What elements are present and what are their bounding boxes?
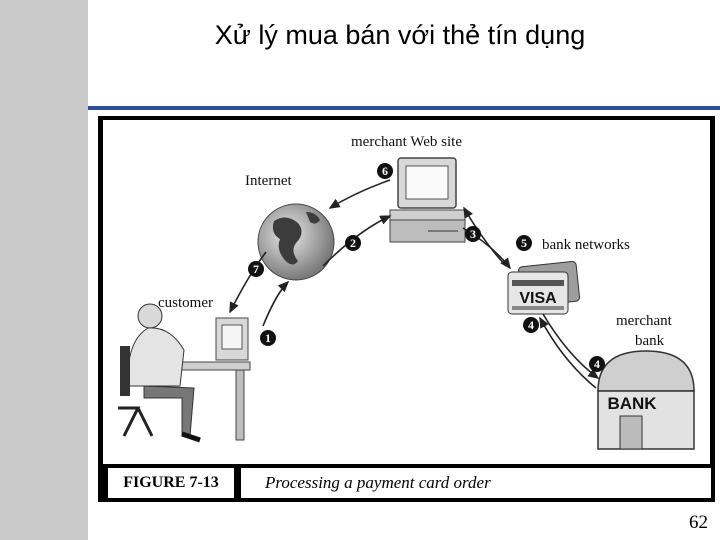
customer-label: customer — [158, 295, 213, 311]
figure-caption-text: Processing a payment card order — [241, 468, 711, 498]
svg-text:1: 1 — [265, 331, 271, 345]
figure-caption-label: FIGURE 7-13 — [108, 468, 234, 498]
payment-flow-diagram: VISA BANK — [103, 120, 710, 464]
bank-networks-label: bank networks — [542, 237, 630, 253]
step-6-badge: 6 — [377, 163, 393, 179]
svg-text:3: 3 — [470, 227, 476, 241]
svg-text:6: 6 — [382, 164, 388, 178]
step-2-badge: 2 — [345, 235, 361, 251]
merchant-computer-icon — [389, 157, 466, 243]
step-4a-badge: 4 — [523, 317, 539, 333]
title-underline — [88, 106, 720, 110]
internet-globe-icon — [257, 203, 335, 281]
figure-frame: VISA BANK — [98, 116, 715, 502]
svg-text:5: 5 — [521, 236, 527, 250]
merchant-bank-label-line2: bank — [635, 333, 665, 349]
customer-at-computer-icon — [118, 303, 251, 443]
svg-text:4: 4 — [528, 318, 534, 332]
left-sidebar-band — [0, 0, 88, 540]
visa-card-brand: VISA — [519, 290, 557, 307]
step-5-badge: 5 — [516, 235, 532, 251]
bank-sign: BANK — [607, 394, 657, 413]
step-7-badge: 7 — [248, 261, 264, 277]
svg-text:4: 4 — [594, 357, 600, 371]
step-1-badge: 1 — [260, 330, 276, 346]
step-3-badge: 3 — [465, 226, 481, 242]
step-4b-badge: 4 — [589, 356, 605, 372]
merchant-bank-label-line1: merchant — [616, 313, 673, 329]
slide-title: Xử lý mua bán với thẻ tín dụng — [214, 20, 586, 50]
svg-text:7: 7 — [253, 262, 259, 276]
flow-arrows — [229, 179, 600, 389]
visa-card-icon: VISA — [507, 260, 581, 315]
internet-label: Internet — [245, 173, 292, 189]
merchant-web-site-label: merchant Web site — [351, 134, 462, 150]
bank-building-icon: BANK — [597, 350, 695, 450]
svg-text:2: 2 — [350, 236, 356, 250]
page-number: 62 — [689, 512, 708, 533]
